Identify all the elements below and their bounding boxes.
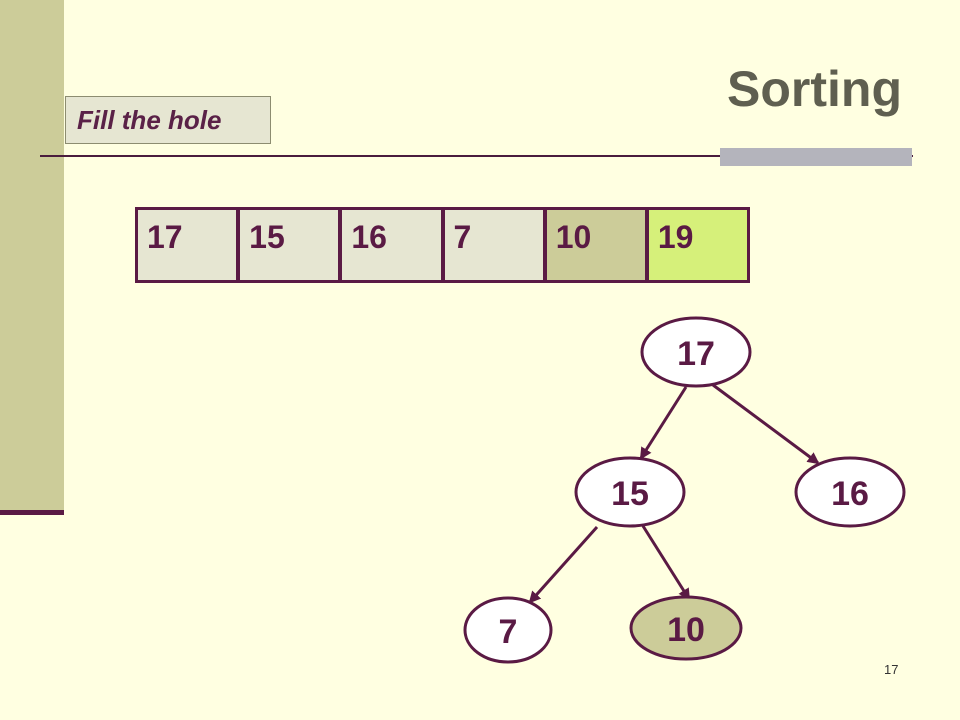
title-rule — [40, 155, 913, 157]
subtitle-box: Fill the hole — [65, 96, 271, 144]
tree-node-17: 17 — [640, 316, 752, 388]
left-accent-bar — [0, 0, 64, 510]
tree-node-16: 16 — [794, 456, 906, 528]
tree-node-10-label: 10 — [667, 611, 705, 649]
array-strip: 17 15 16 7 10 19 — [135, 207, 750, 283]
array-cell-2: 16 — [342, 210, 441, 280]
edge-17-16 — [712, 383, 820, 465]
tree-node-16-label: 16 — [831, 475, 869, 513]
array-cell-5-sorted: 19 — [648, 210, 748, 280]
title-rule-accent — [720, 148, 912, 166]
tree-node-10-hole: 10 — [629, 595, 743, 661]
edge-17-15 — [639, 386, 688, 460]
edge-15-10 — [641, 525, 691, 601]
tree-node-7-label: 7 — [499, 613, 518, 651]
array-cell-3: 7 — [444, 210, 543, 280]
edge-15-7 — [528, 526, 599, 604]
tree-node-7: 7 — [463, 596, 553, 664]
tree-node-17-label: 17 — [677, 335, 715, 373]
array-cell-1: 15 — [240, 210, 339, 280]
array-cell-0: 17 — [138, 210, 237, 280]
subtitle-text: Fill the hole — [77, 104, 222, 135]
array-cell-4-hole: 10 — [546, 210, 645, 280]
slide-title: Sorting — [727, 61, 902, 117]
slide-number: 17 — [884, 662, 899, 677]
tree-node-15: 15 — [574, 456, 686, 528]
tree-node-15-label: 15 — [611, 475, 649, 513]
left-accent-bar-foot — [0, 510, 64, 515]
